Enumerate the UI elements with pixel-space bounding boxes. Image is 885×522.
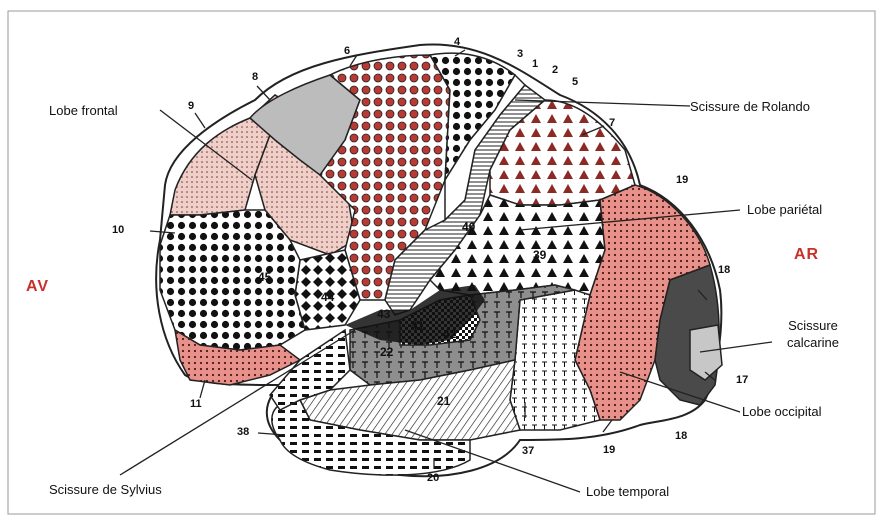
area-number-3: 3 [517,48,523,60]
area-number-9: 9 [188,100,194,112]
area-number-5: 5 [572,76,578,88]
area-number-11: 11 [190,398,202,410]
area-number-39: 39 [533,248,546,262]
area-number-18-bottom: 18 [675,430,687,442]
area-number-7: 7 [609,117,615,129]
area-number-4: 4 [454,36,460,48]
label-scissure-sylvius: Scissure de Sylvius [49,482,162,497]
area-number-37: 37 [522,445,534,457]
area-number-18-top: 18 [718,264,730,276]
area-number-43: 43 [377,307,390,321]
area-number-45: 45 [258,270,271,284]
area-number-1: 1 [532,58,538,70]
label-scissure-calcarine-line2: calcarine [774,335,852,350]
area-number-20: 20 [427,472,439,484]
area-number-38: 38 [237,426,249,438]
label-lobe-frontal: Lobe frontal [49,103,118,118]
area-number-42: 42 [443,327,456,341]
front-label-av: AV [26,278,49,296]
label-lobe-occipital: Lobe occipital [742,404,822,419]
area-number-17: 17 [736,374,748,386]
area-number-22: 22 [380,345,393,359]
area-number-19-top: 19 [676,174,688,186]
label-scissure-rolando: Scissure de Rolando [690,99,810,114]
label-lobe-parietal: Lobe pariétal [747,202,822,217]
back-label-ar: AR [794,246,819,264]
area-number-19-bottom: 19 [603,444,615,456]
area-number-40: 40 [462,220,475,234]
label-lobe-temporal: Lobe temporal [586,484,669,499]
area-number-6: 6 [344,45,350,57]
area-number-21: 21 [437,394,450,408]
area-number-10: 10 [112,224,124,236]
label-scissure-calcarine-line1: Scissure [774,318,852,333]
area-number-8: 8 [252,71,258,83]
area-number-2: 2 [552,64,558,76]
area-number-44: 44 [321,290,334,304]
area-number-41: 41 [411,319,424,333]
